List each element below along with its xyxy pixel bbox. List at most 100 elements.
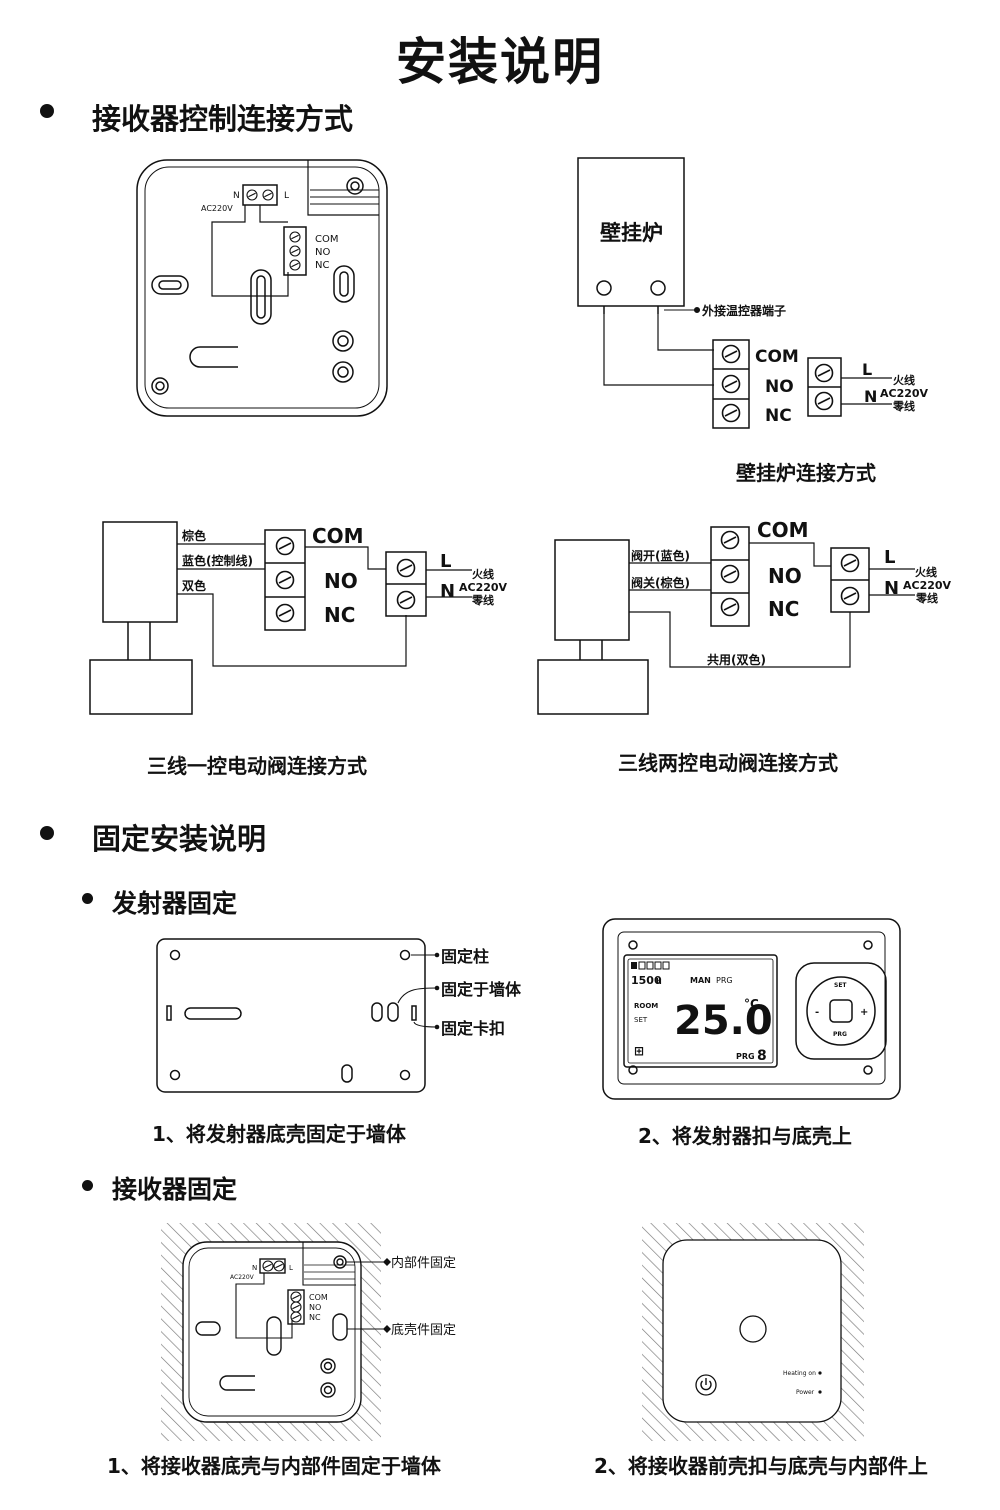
screw-icon (290, 1311, 302, 1323)
boiler-label: 壁挂炉 (600, 221, 663, 245)
screw-icon (275, 570, 295, 590)
caption-valve-double: 三线两控电动阀连接方式 (618, 751, 838, 775)
label-l: L (862, 360, 872, 379)
page-title: 安装说明 (396, 33, 604, 91)
caption-transmitter-step1: 1、将发射器底壳固定于墙体 (152, 1122, 406, 1146)
bullet-icon (40, 104, 54, 118)
screw-icon (289, 245, 301, 257)
label-n: N (884, 578, 899, 599)
power-icon[interactable] (700, 1378, 712, 1391)
callout-clip: 固定卡扣 (441, 1019, 505, 1038)
label-heating: Heating on (783, 1370, 816, 1377)
label-open: 阀开(蓝色) (631, 548, 690, 563)
display-set: SET (634, 1016, 648, 1024)
label-power: Power (796, 1389, 815, 1396)
display-unit: °C (744, 997, 759, 1011)
section-heading-mount: 固定安装说明 (92, 822, 267, 856)
subheading-transmitter: 发射器固定 (112, 889, 238, 918)
label-l: L (440, 551, 451, 572)
callout-post: 固定柱 (441, 947, 489, 966)
label-l: L (884, 547, 895, 568)
display-time: 1500 (631, 974, 662, 987)
display-prg-label: PRG (736, 1052, 755, 1061)
caption-receiver-step1: 1、将接收器底壳与内部件固定于墙体 (107, 1454, 441, 1478)
screw-icon (246, 189, 258, 201)
screw-icon (840, 586, 860, 606)
label-ac: AC220V (880, 387, 929, 400)
screw-icon (840, 553, 860, 573)
label-no: NO (309, 1303, 321, 1312)
button-minus[interactable]: - (815, 1007, 819, 1018)
screw-icon (289, 231, 301, 243)
label-no: NO (315, 247, 330, 258)
bullet-icon (40, 826, 54, 840)
transmitter-base-diagram (156, 938, 438, 1093)
screw-icon (721, 403, 741, 423)
button-prg[interactable]: PRG (833, 1031, 847, 1038)
label-no: NO (324, 569, 358, 593)
receiver-base-diagram (136, 159, 388, 417)
label-fire: 火线 (915, 565, 937, 579)
label-nc: NC (324, 603, 355, 627)
screw-icon (289, 259, 301, 271)
caption-boiler: 壁挂炉连接方式 (736, 461, 876, 485)
display-temperature: 25.0 (674, 998, 773, 1044)
bullet-icon (82, 1180, 93, 1191)
label-ac: AC220V (201, 204, 233, 213)
display-prg-number: 8 (757, 1048, 767, 1064)
display-icons (631, 961, 670, 970)
receiver-front-cover (662, 1239, 842, 1423)
section-heading-connection: 接收器控制连接方式 (92, 102, 354, 136)
label-fire: 火线 (893, 373, 915, 387)
button-plus[interactable]: + (860, 1007, 868, 1018)
screw-icon (290, 1291, 302, 1303)
valve-single-diagram (89, 521, 472, 715)
label-nc: NC (768, 597, 799, 621)
receiver-wall-diagram (182, 1241, 386, 1423)
subheading-receiver: 接收器固定 (112, 1175, 238, 1204)
label-ac: AC220V (230, 1274, 255, 1281)
display-man: MAN (690, 976, 711, 985)
terminal-note: 外接温控器端子 (702, 303, 786, 318)
label-n: N (252, 1264, 257, 1272)
button-set[interactable]: SET (834, 982, 847, 989)
screw-icon (721, 374, 741, 394)
label-common: 共用(双色) (707, 652, 766, 667)
screw-icon (720, 597, 740, 617)
screw-icon (814, 363, 834, 383)
screw-icon (396, 558, 416, 578)
display-room: ROOM (634, 1002, 658, 1010)
screw-icon (262, 1260, 274, 1272)
label-com: COM (312, 524, 364, 548)
caption-valve-single: 三线一控电动阀连接方式 (147, 754, 367, 778)
label-com: COM (757, 518, 809, 542)
label-close: 阀关(棕色) (631, 575, 690, 590)
label-no: NO (768, 564, 802, 588)
screw-icon (275, 603, 295, 623)
screw-icon (262, 189, 274, 201)
diamond-icon (383, 1325, 391, 1333)
power-led-icon (818, 1390, 822, 1394)
label-l: L (289, 1264, 293, 1272)
screw-icon (721, 344, 741, 364)
label-zero: 零线 (471, 593, 494, 607)
label-nc: NC (309, 1313, 321, 1322)
label-no: NO (765, 377, 794, 397)
label-com: COM (309, 1293, 328, 1302)
caption-transmitter-step2: 2、将发射器扣与底壳上 (638, 1124, 852, 1148)
label-nc: NC (315, 260, 329, 271)
label-ac: AC220V (459, 581, 508, 594)
callout-inner: 内部件固定 (391, 1255, 456, 1271)
screw-icon (814, 391, 834, 411)
label-com: COM (755, 347, 799, 367)
valve-double-diagram (537, 526, 915, 715)
screw-icon (720, 530, 740, 550)
thermostat-front (602, 918, 901, 1100)
screw-icon (396, 590, 416, 610)
label-n: N (440, 581, 455, 602)
label-zero: 零线 (915, 591, 938, 605)
label-nc: NC (765, 406, 792, 426)
label-n: N (233, 191, 240, 201)
boiler-diagram (577, 157, 892, 429)
